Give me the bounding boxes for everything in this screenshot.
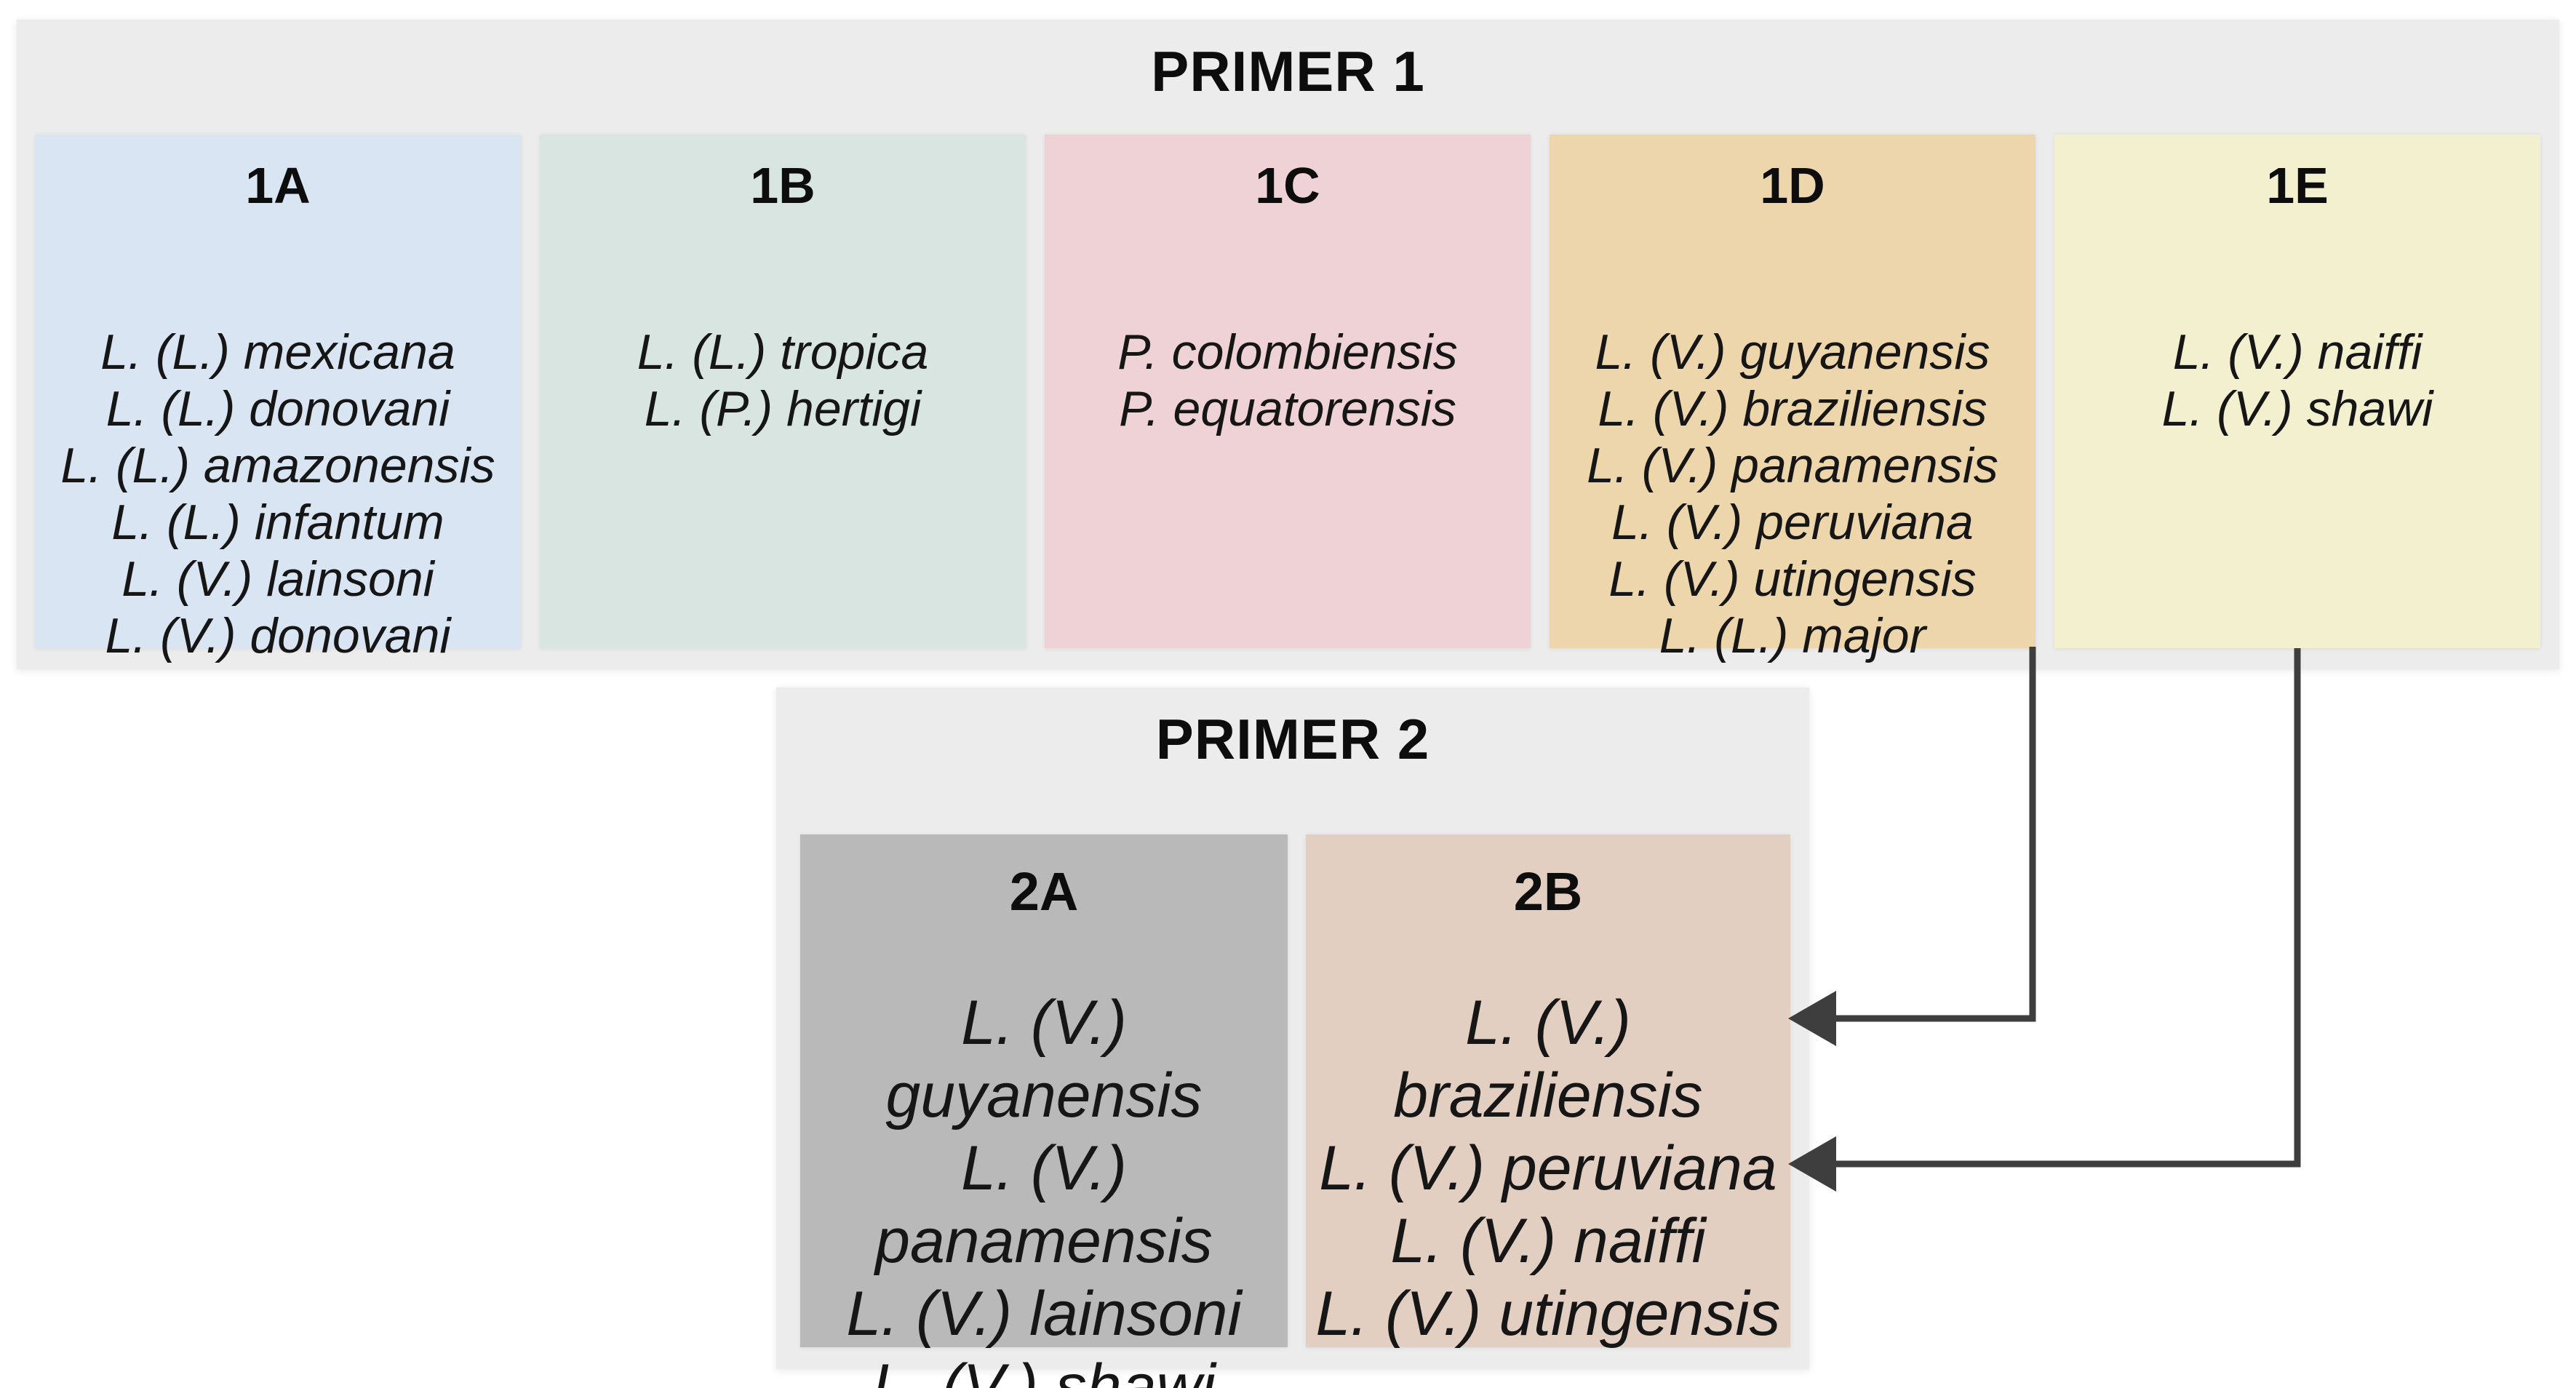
group-1A-label: 1A	[245, 157, 311, 214]
species-item: L. (V.) panamensis	[1587, 438, 1998, 493]
arrow-1e-to-2b	[1833, 648, 2301, 1168]
species-item: L. (L.) infantum	[111, 495, 444, 550]
species-item: L. (P.) hertigi	[644, 381, 922, 436]
group-2A-label: 2A	[1009, 861, 1079, 922]
species-item: L. (V.) utingensis	[1608, 551, 1977, 607]
species-item: L. (L.) major	[1659, 608, 1926, 663]
species-item: L. (V.) shawi	[872, 1352, 1216, 1388]
group-1C-label: 1C	[1255, 157, 1320, 214]
species-item: L. (V.) braziliensis	[1598, 381, 1987, 436]
primer1-title: PRIMER 1	[1151, 39, 1425, 103]
species-item: L. (V.) utingensis	[1315, 1279, 1781, 1349]
species-item: L. (V.) lainsoni	[121, 551, 434, 607]
species-item: L. (L.) mexicana	[100, 324, 455, 380]
arrow-1d-to-2b	[1833, 647, 2036, 1022]
species-item: L. (V.) naiffi	[2172, 324, 2423, 380]
species-item: L. (L.) amazonensis	[60, 438, 495, 493]
species-item: L. (V.) lainsoni	[846, 1279, 1242, 1349]
species-item: L. (V.) peruviana	[1611, 495, 1974, 550]
species-item: L. (V.) guyanensis	[885, 988, 1203, 1130]
primer2-title: PRIMER 2	[1155, 707, 1430, 771]
species-item: L. (V.) shawi	[2161, 381, 2433, 436]
group-1E-label: 1E	[2266, 157, 2329, 214]
species-item: L. (V.) naiffi	[1390, 1206, 1706, 1276]
species-item: L. (V.) peruviana	[1319, 1133, 1777, 1203]
species-item: L. (L.) donovani	[105, 381, 450, 436]
species-item: L. (V.) guyanensis	[1595, 324, 1990, 380]
species-item: L. (L.) tropica	[637, 324, 929, 380]
species-item: L. (V.) braziliensis	[1393, 988, 1703, 1130]
group-2B-label: 2B	[1513, 861, 1583, 922]
species-item: L. (V.) donovani	[105, 608, 451, 663]
group-1D-label: 1D	[1760, 157, 1825, 214]
species-item: L. (V.) panamensis	[875, 1133, 1213, 1276]
group-1B-label: 1B	[750, 157, 816, 214]
species-item: P. equatorensis	[1119, 381, 1456, 436]
species-item: P. colombiensis	[1117, 324, 1458, 380]
